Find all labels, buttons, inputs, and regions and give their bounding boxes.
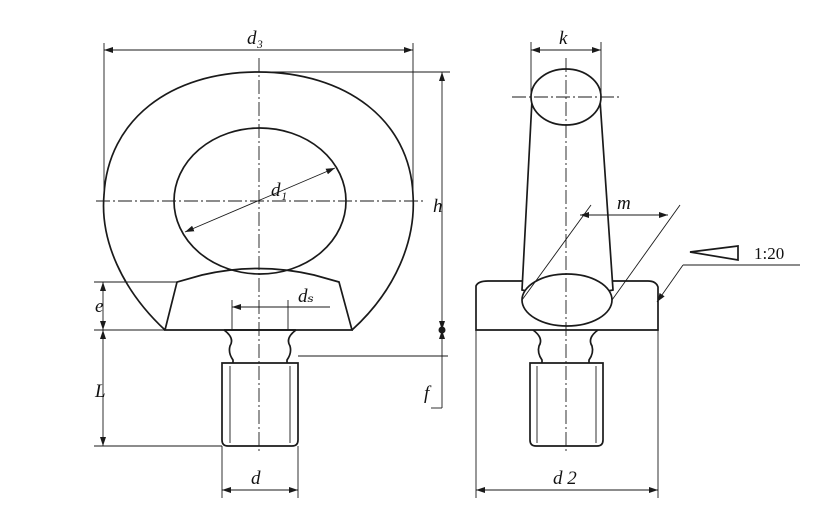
m-ext-left bbox=[521, 204, 592, 301]
front-view: d₃ h d₁ e dₛ L f d bbox=[94, 28, 450, 498]
label-ds: dₛ bbox=[298, 286, 314, 307]
label-h: h bbox=[433, 196, 443, 217]
label-f: f bbox=[424, 383, 432, 404]
label-d2: d 2 bbox=[553, 468, 577, 489]
label-d1: d₁ bbox=[271, 180, 287, 201]
side-neck bbox=[532, 329, 599, 363]
shank-neck bbox=[223, 329, 297, 363]
m-ext-right bbox=[611, 204, 681, 301]
collar-outline bbox=[163, 267, 354, 331]
thread-shank bbox=[221, 362, 299, 447]
side-view: k m 1:20 d 2 bbox=[475, 28, 800, 498]
side-eye-stem bbox=[521, 99, 614, 296]
label-e: e bbox=[95, 296, 103, 317]
taper-symbol bbox=[689, 245, 739, 262]
taper-leader-diag bbox=[656, 264, 684, 303]
label-taper: 1:20 bbox=[754, 244, 784, 263]
d1-diagonal bbox=[184, 167, 336, 233]
label-L: L bbox=[94, 381, 106, 402]
side-thread-shank bbox=[529, 362, 604, 447]
label-m: m bbox=[617, 193, 631, 214]
label-d3: d₃ bbox=[247, 28, 263, 49]
label-k: k bbox=[559, 28, 568, 49]
label-d: d bbox=[251, 468, 261, 489]
